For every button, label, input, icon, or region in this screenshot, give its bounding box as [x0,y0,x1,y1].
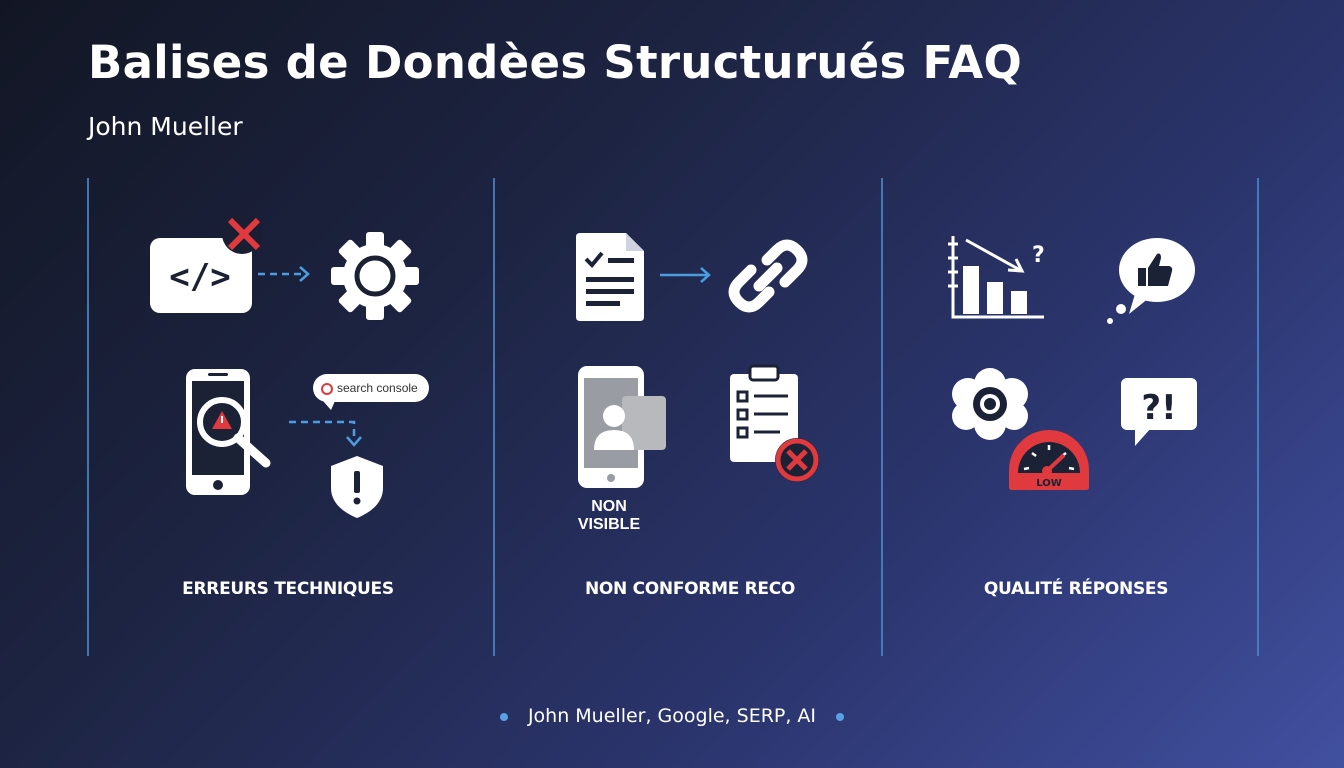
footer: John Mueller, Google, SERP, AI [0,705,1344,727]
search-icon [321,382,333,395]
clipboard-error-icon [730,364,819,482]
divider [493,178,495,656]
page-title: Balises de Dondèes Structurués FAQ [88,36,1023,89]
phone-search-warning-icon [186,369,271,495]
arrow-icon [660,267,711,283]
column-label-non-conforme-reco: NON CONFORME RECO [584,579,796,599]
search-console-label: search console [337,381,418,395]
svg-text:?!: ?! [1141,388,1176,428]
code-error-icon: </> [150,214,262,313]
divider [881,178,883,656]
divider [1257,178,1259,656]
question-exclamation-bubble-icon: ?! [1121,378,1197,446]
divider [87,178,89,656]
shield-alert-icon [331,456,383,518]
bullet-dot [499,712,508,721]
gear-icon [331,232,419,320]
declining-chart-icon: ? [948,236,1045,319]
document-check-icon [576,233,644,321]
link-icon [728,239,808,313]
non-visible-label: NON VISIBLE [577,498,641,533]
column-label-erreurs-techniques: ERREURS TECHNIQUES [182,579,394,599]
phone-hidden-user-icon [578,366,666,488]
dashed-down-arrow-icon [289,420,362,447]
bullet-dot [836,712,845,721]
low-label: LOW [1036,478,1062,489]
speedometer-low-icon: LOW [1009,430,1089,490]
gear-cloud-icon [952,368,1028,440]
svg-text:?: ? [1032,243,1045,268]
svg-text:</>: </> [169,257,230,297]
footer-tags: John Mueller, Google, SERP, AI [527,705,817,727]
dashed-arrow-icon [258,266,310,282]
search-console-bubble: search console [313,374,429,410]
author-subtitle: John Mueller [88,112,243,141]
thumbs-up-thought-icon [1107,238,1195,324]
column-label-qualite-reponses: QUALITÉ RÉPONSES [983,579,1169,599]
